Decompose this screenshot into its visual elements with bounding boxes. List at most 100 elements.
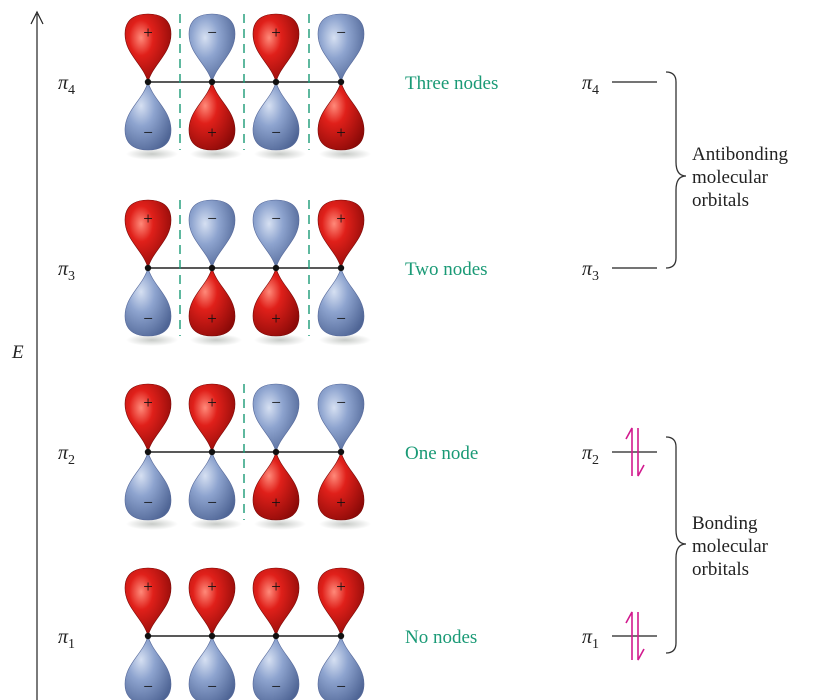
node-count-label: No nodes	[405, 627, 477, 648]
level-subscript: 3	[592, 269, 599, 284]
top-lobe	[317, 383, 365, 454]
bottom-lobe	[124, 450, 172, 521]
orbital-subscript: 1	[68, 637, 75, 652]
bonding-group: Bonding molecular orbitals	[665, 436, 773, 654]
antibonding-group: Antibonding molecular orbitals	[665, 71, 793, 269]
lobe-sign: −	[336, 677, 346, 696]
lobe-sign: +	[143, 577, 153, 596]
lobe-sign: −	[336, 23, 346, 42]
orbital-symbol: π	[58, 72, 69, 94]
atom-nucleus	[144, 264, 152, 272]
electron-spin-down-arrow	[637, 428, 645, 477]
orbital-row-π1: π1+−+−+−+−No nodes	[58, 567, 477, 700]
atom-nucleus	[337, 264, 345, 272]
top-lobe	[317, 13, 365, 84]
lobe-sign: −	[143, 493, 153, 512]
top-lobe	[252, 13, 300, 84]
lobe-sign: −	[207, 23, 217, 42]
bonding-brace	[665, 436, 687, 654]
atom-nucleus	[208, 448, 216, 456]
level-label: π1	[582, 626, 599, 652]
energy-axis-label: E	[11, 342, 24, 363]
top-lobe	[124, 383, 172, 454]
lobe-sign: +	[336, 209, 346, 228]
orbital-row-π3: π3+−−+−++−Two nodes	[58, 199, 488, 346]
lobe-sign: −	[271, 209, 281, 228]
lobe-sign: +	[207, 393, 217, 412]
antibonding-brace	[665, 71, 687, 269]
energy-level-π2: π2	[582, 427, 657, 477]
level-symbol: π	[582, 258, 593, 280]
lobe-shadow	[190, 334, 242, 346]
orbital-label: π1	[58, 626, 75, 652]
lobe-shadow	[126, 334, 178, 346]
node-count-label: Two nodes	[405, 259, 488, 280]
level-subscript: 1	[592, 637, 599, 652]
bottom-lobe	[252, 634, 300, 700]
top-lobe	[317, 567, 365, 638]
electron-spin-up-arrow	[625, 427, 633, 476]
level-symbol: π	[582, 442, 593, 464]
orbital-subscript: 3	[68, 269, 75, 284]
bottom-lobe	[188, 450, 236, 521]
top-lobe	[188, 13, 236, 84]
electron-spin-up-arrow	[625, 611, 633, 660]
antibonding-label: Antibonding molecular orbitals	[692, 144, 793, 211]
orbital-row-π2: π2+−+−−+−+One node	[58, 383, 478, 530]
bonding-label: Bonding molecular orbitals	[692, 513, 773, 580]
atom-nucleus	[208, 264, 216, 272]
bottom-lobe	[124, 80, 172, 151]
lobe-shadow	[319, 518, 371, 530]
lobe-sign: +	[271, 577, 281, 596]
top-lobe	[252, 199, 300, 270]
bottom-lobe	[188, 634, 236, 700]
orbital-symbol: π	[58, 442, 69, 464]
antibonding-label-line-2: molecular	[692, 167, 769, 188]
lobe-sign: +	[336, 493, 346, 512]
electron-spin-down-arrow	[637, 612, 645, 661]
lobe-shadow	[254, 148, 306, 160]
top-lobe	[252, 567, 300, 638]
antibonding-label-line-1: Antibonding	[692, 144, 789, 165]
bottom-lobe	[317, 266, 365, 337]
lobe-shadow	[254, 334, 306, 346]
bonding-label-line-2: molecular	[692, 536, 769, 557]
bottom-lobe	[317, 634, 365, 700]
top-lobe	[124, 199, 172, 270]
top-lobe	[188, 383, 236, 454]
bottom-lobe	[124, 266, 172, 337]
lobe-sign: +	[207, 577, 217, 596]
bonding-label-line-1: Bonding	[692, 513, 758, 534]
bottom-lobe	[188, 266, 236, 337]
orbital-symbol: π	[58, 626, 69, 648]
lobe-sign: +	[336, 577, 346, 596]
lobe-sign: +	[271, 23, 281, 42]
lobe-shadow	[319, 334, 371, 346]
atom-nucleus	[337, 78, 345, 86]
lobe-sign: −	[336, 309, 346, 328]
orbital-label: π4	[58, 72, 75, 98]
lobe-sign: −	[207, 493, 217, 512]
bottom-lobe	[252, 80, 300, 151]
orbital-subscript: 2	[68, 453, 75, 468]
orbital-row-π4: π4+−−++−−+Three nodes	[58, 13, 498, 160]
top-lobe	[252, 383, 300, 454]
atom-nucleus	[272, 264, 280, 272]
orbital-label: π2	[58, 442, 75, 468]
atom-nucleus	[272, 78, 280, 86]
lobe-shadow	[126, 518, 178, 530]
lobe-sign: −	[143, 677, 153, 696]
lobe-sign: −	[271, 677, 281, 696]
energy-level-π4: π4	[582, 72, 657, 98]
lobe-sign: +	[143, 209, 153, 228]
antibonding-label-line-3: orbitals	[692, 190, 749, 211]
atom-nucleus	[337, 448, 345, 456]
orbital-label: π3	[58, 258, 75, 284]
lobe-shadow	[190, 148, 242, 160]
bonding-label-line-3: orbitals	[692, 559, 749, 580]
lobe-sign: +	[336, 123, 346, 142]
top-lobe	[124, 13, 172, 84]
atom-nucleus	[272, 632, 280, 640]
